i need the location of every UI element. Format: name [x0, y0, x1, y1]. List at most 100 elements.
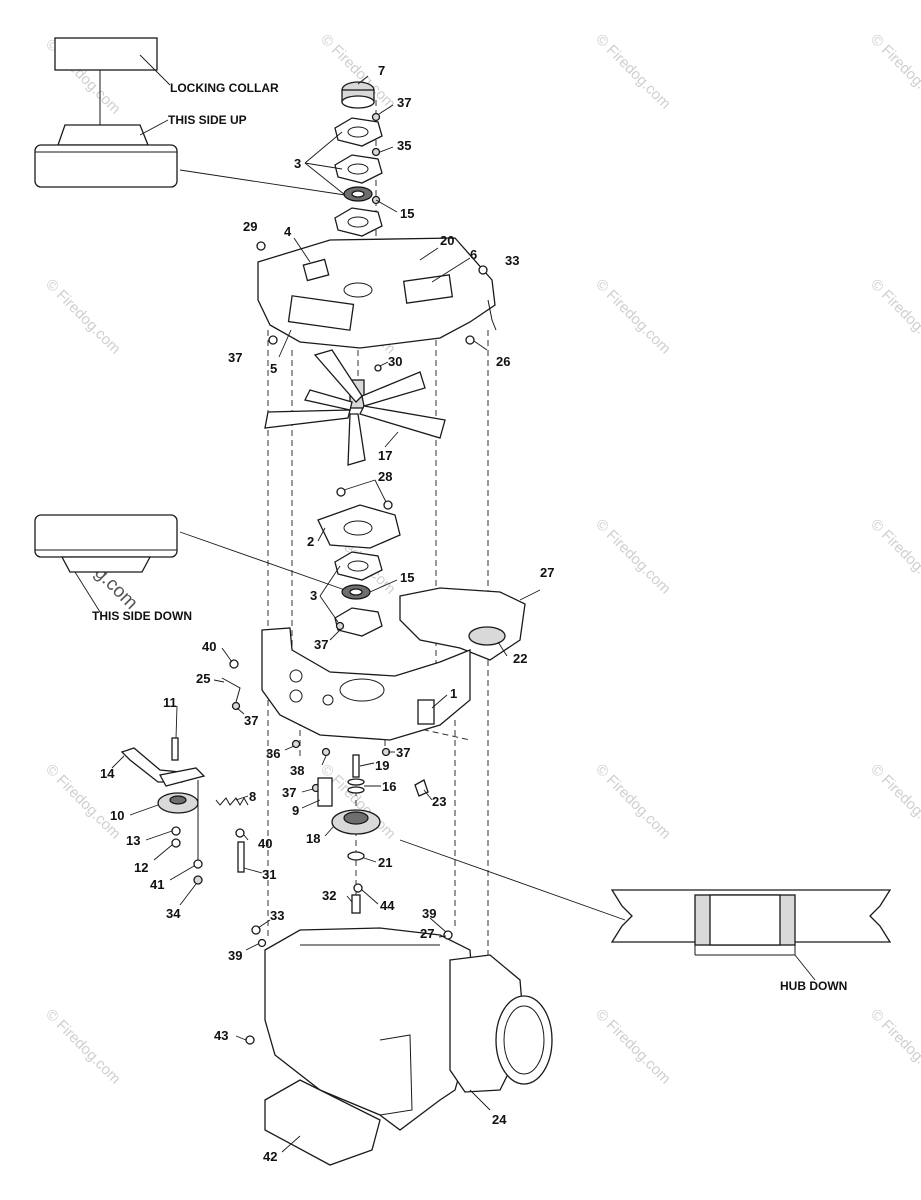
crank-arm — [159, 767, 206, 787]
nut-icon — [171, 838, 181, 848]
part-number-38: 38 — [290, 763, 304, 778]
leader-line — [145, 830, 173, 841]
part-number-10: 10 — [110, 808, 124, 823]
fan-blade — [304, 389, 353, 411]
part-number-33: 33 — [505, 253, 519, 268]
leader-line — [324, 825, 335, 837]
flange-plate — [334, 154, 383, 184]
leader-line — [236, 707, 245, 715]
housing-hole — [289, 669, 303, 683]
fan-blade — [264, 409, 351, 429]
leader-line — [317, 527, 326, 542]
deflector — [399, 587, 541, 661]
idler-bearing — [169, 795, 187, 805]
leader-line — [423, 789, 433, 801]
leader-line — [245, 943, 259, 951]
part-number-37: 37 — [397, 95, 411, 110]
part-number-40: 40 — [258, 836, 272, 851]
washer-icon — [171, 826, 181, 836]
top-bearing-stack — [334, 81, 383, 237]
leader-line — [346, 895, 353, 903]
part-number-24: 24 — [492, 1112, 507, 1127]
part-number-32: 32 — [322, 888, 336, 903]
leader-line — [321, 755, 327, 766]
leader-line — [129, 804, 159, 816]
nut-icon — [268, 335, 278, 345]
middle-bearing-stack — [317, 487, 401, 637]
part-number-21: 21 — [378, 855, 392, 870]
collar-ring — [34, 144, 178, 188]
collar-bearing — [60, 556, 152, 573]
flange-plate — [334, 607, 383, 637]
part-number-6: 6 — [470, 247, 477, 262]
screw-icon — [245, 1035, 255, 1045]
part-number-37: 37 — [314, 637, 328, 652]
leader-line — [329, 629, 341, 641]
leader-line — [363, 857, 377, 863]
leader-line — [369, 579, 398, 593]
leader-line — [179, 169, 346, 196]
nut-icon — [371, 147, 381, 157]
part-number-42: 42 — [263, 1149, 277, 1164]
leader-line — [243, 834, 249, 841]
leader-line — [293, 237, 311, 263]
fan-blade — [313, 349, 363, 403]
part-number-11: 11 — [163, 695, 177, 710]
leader-line — [375, 199, 398, 213]
chute-outlet-inner — [503, 1005, 545, 1075]
leader-line — [235, 795, 249, 801]
bolt-icon — [171, 737, 179, 761]
part-number-8: 8 — [249, 789, 256, 804]
screw-icon — [374, 364, 382, 372]
watermark: © Firedog.com — [867, 516, 921, 598]
pin-icon — [237, 841, 245, 873]
leader-line — [139, 119, 169, 136]
deflector-outlet — [468, 626, 506, 646]
part-number-15: 15 — [400, 206, 414, 221]
washer-icon — [235, 828, 245, 838]
warning-decal — [287, 295, 355, 331]
leader-line — [319, 595, 339, 623]
leader-line — [359, 762, 375, 767]
part-number-2: 2 — [307, 534, 314, 549]
part-number-34: 34 — [166, 906, 181, 921]
part-number-26: 26 — [496, 354, 510, 369]
leader-line — [384, 431, 399, 448]
part-number-35: 35 — [397, 138, 411, 153]
part-number-13: 13 — [126, 833, 140, 848]
part-number-23: 23 — [432, 794, 446, 809]
leader-line — [179, 883, 197, 906]
housing-top-plate — [256, 237, 497, 349]
leader-line — [213, 679, 225, 683]
washer-icon — [353, 883, 363, 893]
collar-ring — [34, 514, 178, 558]
part-number-16: 16 — [382, 779, 396, 794]
leader-line — [374, 479, 387, 503]
flange-plate — [334, 551, 383, 581]
plate-hole — [343, 520, 373, 536]
washer-icon — [347, 778, 365, 786]
leader-line — [378, 104, 394, 115]
bolt-icon — [351, 894, 361, 914]
watermark: © Firedog.com — [867, 761, 921, 843]
flange-hole — [347, 126, 369, 138]
bearing-plate — [317, 504, 401, 549]
part-number-3: 3 — [294, 156, 301, 171]
part-number-39: 39 — [228, 948, 242, 963]
top-plate — [257, 237, 496, 349]
part-number-5: 5 — [270, 361, 277, 376]
leader-line — [469, 1089, 491, 1111]
watermark: © Firedog.com — [867, 276, 921, 358]
screw-icon — [478, 265, 488, 275]
part-number-36: 36 — [266, 746, 280, 761]
leader-line — [473, 340, 488, 351]
warning-decal — [402, 274, 454, 304]
discharge-housing — [245, 925, 553, 1166]
locking-collar-label: LOCKING COLLAR — [170, 81, 279, 95]
leader-line — [221, 647, 233, 663]
idler-assembly — [120, 737, 429, 885]
leader-line — [301, 788, 314, 793]
plate-hole — [343, 282, 373, 298]
watermark: © Firedog.com — [42, 1006, 124, 1088]
